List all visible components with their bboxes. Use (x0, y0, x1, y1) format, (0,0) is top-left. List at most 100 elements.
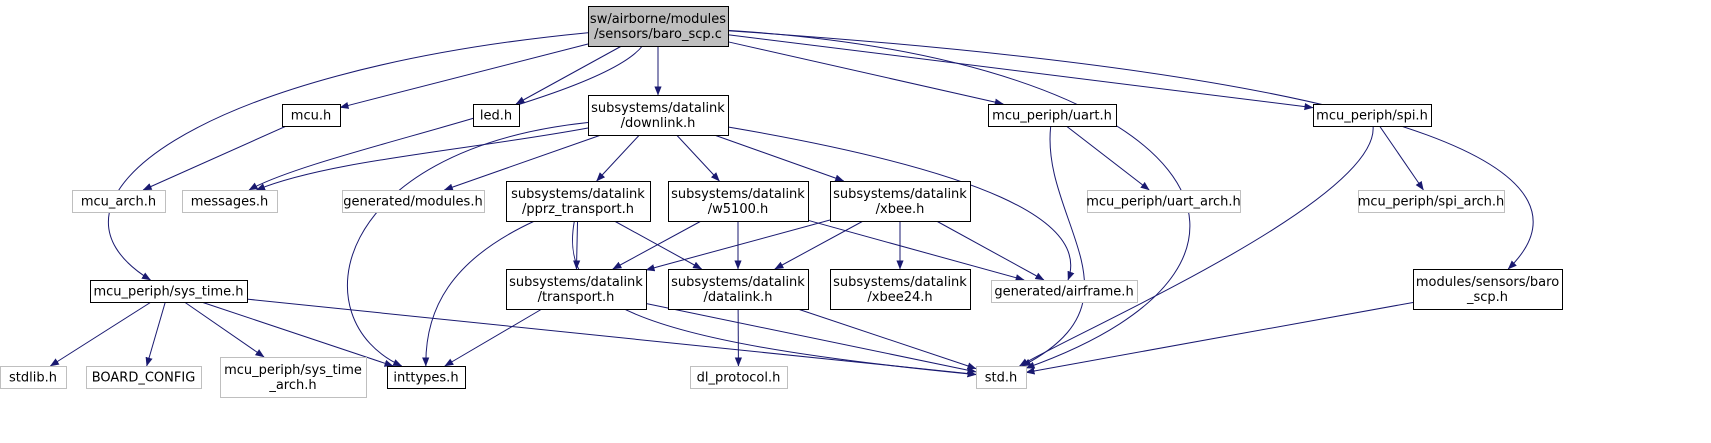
edge-sys_time-to-sys_time_arch (184, 301, 265, 358)
node-label-line: subsystems/datalink (671, 187, 805, 202)
node-label-line: subsystems/datalink (833, 275, 967, 290)
node-w5100[interactable]: subsystems/datalink/w5100.h (668, 181, 809, 222)
node-std[interactable]: std.h (976, 366, 1027, 389)
node-label-line: /transport.h (538, 290, 615, 305)
node-label-line: mcu_periph/spi.h (1316, 109, 1428, 124)
node-spi_arch[interactable]: mcu_periph/spi_arch.h (1358, 190, 1505, 213)
node-gen_airframe[interactable]: generated/airframe.h (991, 280, 1138, 303)
node-label-line: /downlink.h (621, 116, 696, 131)
node-mcu[interactable]: mcu.h (282, 104, 341, 127)
node-box (72, 190, 166, 213)
node-datalink[interactable]: subsystems/datalink/datalink.h (668, 269, 809, 310)
node-messages[interactable]: messages.h (182, 190, 278, 213)
node-label-line: subsystems/datalink (671, 275, 805, 290)
node-baro_scp_h[interactable]: modules/sensors/baro_scp.h (1413, 269, 1563, 310)
node-label-line: generated/airframe.h (994, 285, 1133, 300)
edge-downlink-to-messages (256, 127, 589, 191)
node-box (690, 366, 788, 389)
node-box (1413, 269, 1563, 310)
node-label-line: generated/modules.h (343, 195, 482, 210)
node-label-line: inttypes.h (393, 371, 458, 386)
node-box (387, 366, 466, 389)
node-xbee24[interactable]: subsystems/datalink/xbee24.h (830, 269, 971, 310)
node-label-line: _scp.h (1466, 290, 1508, 305)
node-label-line: mcu.h (291, 109, 331, 124)
nodes-layer: sw/airborne/modules/sensors/baro_scp.cmc… (0, 6, 1563, 398)
node-label-line: _arch.h (268, 378, 316, 393)
node-label-line: /w5100.h (708, 202, 768, 217)
node-xbee[interactable]: subsystems/datalink/xbee.h (830, 181, 971, 222)
node-label-line: sw/airborne/modules (590, 12, 726, 27)
edge-sys_time-to-inttypes (201, 301, 394, 367)
node-led[interactable]: led.h (473, 104, 520, 127)
edge-downlink-to-gen_airframe (727, 126, 1075, 281)
node-box (976, 366, 1027, 389)
edge-transport-to-inttypes (444, 308, 543, 367)
edge-root-to-messages (248, 45, 643, 191)
node-label-line: subsystems/datalink (509, 275, 643, 290)
node-dl_protocol[interactable]: dl_protocol.h (690, 366, 788, 389)
node-uart_arch[interactable]: mcu_periph/uart_arch.h (1086, 190, 1241, 213)
node-label-line: subsystems/datalink (511, 187, 645, 202)
node-box (342, 190, 485, 213)
edge-transport-to-std (645, 303, 977, 374)
edge-uart-to-std (1021, 125, 1085, 367)
node-label-line: mcu_periph/sys_time.h (93, 285, 243, 300)
edge-root-to-baro_scp_h (727, 30, 1534, 270)
node-transport[interactable]: subsystems/datalink/transport.h (506, 269, 647, 310)
edge-xbee-to-gen_airframe (936, 220, 1045, 281)
edge-root-to-led (515, 45, 622, 105)
node-box (220, 357, 367, 398)
node-gen_modules[interactable]: generated/modules.h (342, 190, 485, 213)
node-inttypes[interactable]: inttypes.h (387, 366, 466, 389)
node-sys_time_arch[interactable]: mcu_periph/sys_time_arch.h (220, 357, 367, 398)
node-label-line: std.h (985, 371, 1018, 386)
node-label-line: stdlib.h (9, 371, 57, 386)
edges-layer (49, 29, 1534, 378)
node-spi[interactable]: mcu_periph/spi.h (1313, 104, 1432, 127)
edge-sys_time-to-board_config (145, 301, 166, 367)
edge-uart-to-uart_arch (1065, 125, 1150, 191)
edge-root-to-spi (727, 34, 1314, 111)
node-downlink[interactable]: subsystems/datalink/downlink.h (588, 95, 729, 136)
edge-downlink-to-w5100 (676, 134, 720, 182)
node-box (991, 280, 1138, 303)
node-box (86, 366, 202, 389)
node-label-line: /sensors/baro_scp.c (594, 27, 722, 42)
node-label-line: subsystems/datalink (833, 187, 967, 202)
edge-sys_time-to-stdlib (49, 301, 152, 367)
node-box (506, 269, 647, 310)
edge-xbee-to-transport (645, 219, 831, 272)
edge-pprz-to-std (571, 220, 977, 378)
node-box (182, 190, 278, 213)
node-board_config[interactable]: BOARD_CONFIG (86, 366, 202, 389)
node-box (668, 269, 809, 310)
node-box (588, 6, 729, 47)
node-box (830, 269, 971, 310)
node-box (1313, 104, 1432, 127)
node-box (1087, 190, 1241, 213)
edge-spi-to-spi_arch (1379, 125, 1424, 191)
node-mcu_arch[interactable]: mcu_arch.h (72, 190, 166, 213)
edge-downlink-to-inttypes (346, 121, 589, 367)
node-label-line: mcu_periph/uart_arch.h (1086, 195, 1241, 210)
node-label-line: /pprz_transport.h (522, 202, 634, 217)
node-stdlib[interactable]: stdlib.h (0, 366, 67, 389)
node-pprz[interactable]: subsystems/datalink/pprz_transport.h (506, 181, 651, 222)
node-label-line: /datalink.h (703, 290, 772, 305)
node-label-line: modules/sensors/baro (1416, 275, 1559, 290)
node-uart[interactable]: mcu_periph/uart.h (988, 104, 1117, 127)
node-root: sw/airborne/modules/sensors/baro_scp.c (588, 6, 729, 47)
node-label-line: dl_protocol.h (697, 371, 781, 386)
edge-downlink-to-gen_modules (443, 134, 602, 191)
node-box (506, 181, 651, 222)
node-sys_time[interactable]: mcu_periph/sys_time.h (90, 280, 248, 303)
node-label-line: mcu_periph/spi_arch.h (1358, 195, 1505, 210)
node-label-line: mcu_periph/uart.h (992, 109, 1112, 124)
node-label-line: /xbee24.h (867, 290, 932, 305)
node-box (830, 181, 971, 222)
node-label-line: messages.h (191, 195, 269, 210)
edge-mcu-to-mcu_arch (142, 125, 287, 191)
edge-root-to-uart (727, 41, 1004, 106)
node-box (0, 366, 67, 389)
